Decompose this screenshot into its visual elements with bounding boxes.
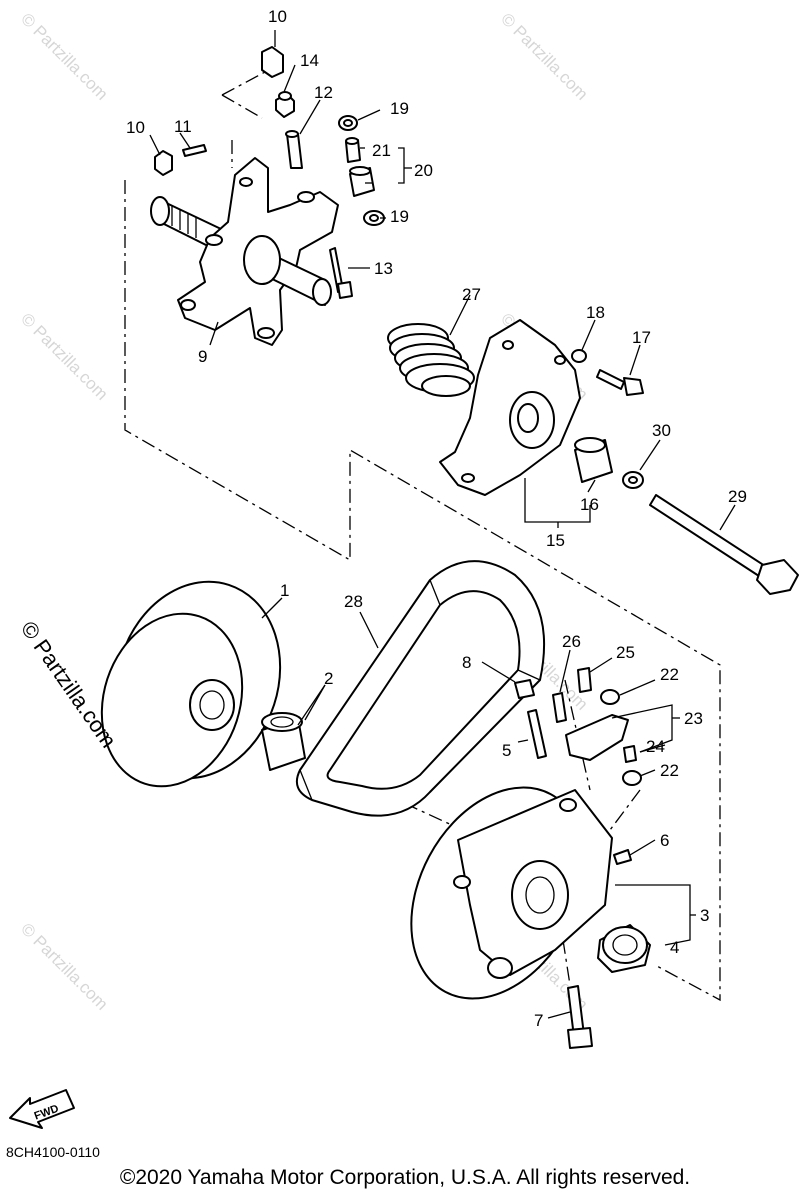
callout-label: 30	[652, 421, 671, 440]
callout-label: 29	[728, 487, 747, 506]
callout-label: 26	[562, 632, 581, 651]
callout-label: 18	[586, 303, 605, 322]
callout-label: 13	[374, 259, 393, 278]
callout-label: 17	[632, 328, 651, 347]
watermark-text: © Partzilla.com	[17, 919, 111, 1013]
spring-part	[387, 323, 475, 397]
callout-label: 7	[534, 1011, 543, 1030]
callout-label: 28	[344, 592, 363, 611]
callout-labels: 10 14 12 19 10 11 21 20 19 13 9 27 18 17…	[126, 7, 747, 1030]
drive-belt	[296, 560, 546, 817]
watermark-text: © Partzilla.com	[17, 309, 111, 403]
callout-label: 15	[546, 531, 565, 550]
callout-label: 1	[280, 581, 289, 600]
callout-label: 9	[198, 347, 207, 366]
callout-label: 20	[414, 161, 433, 180]
callout-label: 5	[502, 741, 511, 760]
diagram-code: 8CH4100-0110	[6, 1144, 100, 1160]
callout-label: 8	[462, 653, 471, 672]
watermark-text: © Partzilla.com	[497, 9, 591, 103]
callout-label: 10	[126, 118, 145, 137]
callout-label: 10	[268, 7, 287, 26]
callout-label: 12	[314, 83, 333, 102]
callout-label: 27	[462, 285, 481, 304]
cam-plate	[439, 319, 581, 496]
callout-label: 19	[390, 207, 409, 226]
callout-label: 2	[324, 669, 333, 688]
callout-label: 22	[660, 665, 679, 684]
shaft-hardware	[571, 349, 799, 595]
callout-label: 23	[684, 709, 703, 728]
callout-label: 14	[300, 51, 319, 70]
copyright-notice: ©2020 Yamaha Motor Corporation, U.S.A. A…	[119, 1166, 691, 1189]
callout-label: 22	[660, 761, 679, 780]
callout-label: 21	[372, 141, 391, 160]
callout-label: 6	[660, 831, 669, 850]
callout-label: 4	[670, 938, 679, 957]
fwd-arrow-icon: FWD	[9, 1089, 75, 1129]
callout-label: 25	[616, 643, 635, 662]
callout-label: 16	[580, 495, 599, 514]
secondary-housing	[410, 679, 651, 1049]
callout-label: 11	[174, 117, 192, 136]
bushing	[261, 712, 306, 771]
leader-lines	[149, 30, 736, 1019]
hub-fasteners	[154, 46, 385, 299]
weight-arm-hardware	[552, 667, 642, 786]
sheave-disc	[100, 580, 282, 788]
callout-label: 24	[646, 737, 665, 756]
callout-label: 19	[390, 99, 409, 118]
callout-label: 3	[700, 906, 709, 925]
spider-hub-assembly	[150, 157, 339, 346]
watermark-text: © Partzilla.com	[17, 9, 111, 103]
